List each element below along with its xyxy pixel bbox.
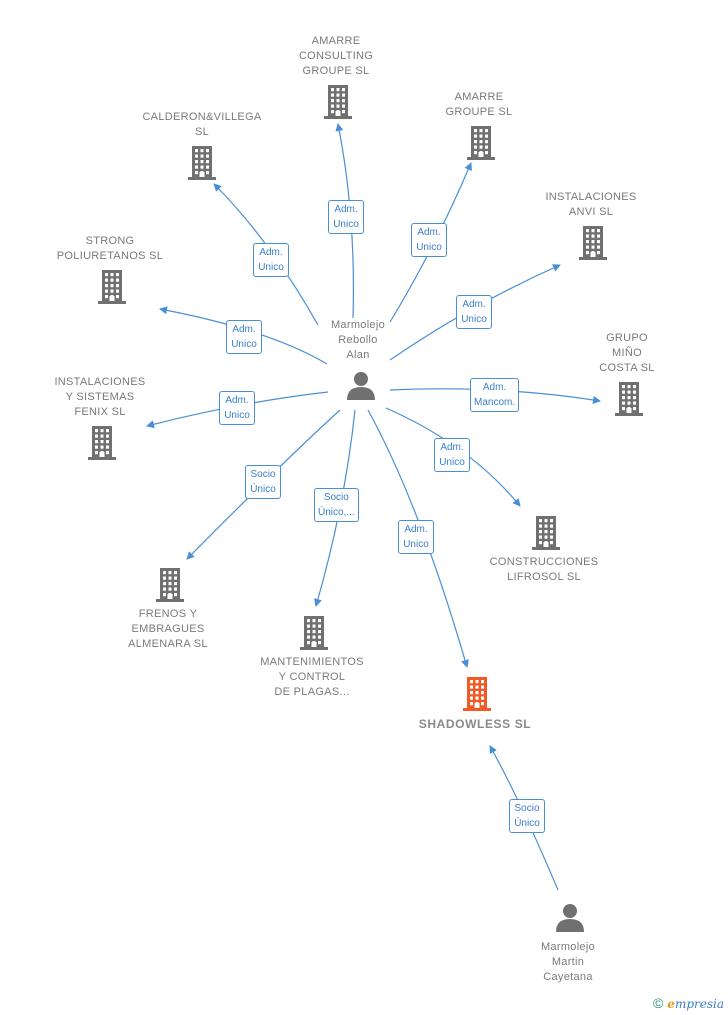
node-label-instalaciones-anvi[interactable]: INSTALACIONES ANVI SL — [545, 191, 637, 218]
relation-label[interactable]: Socio Único — [509, 799, 545, 833]
brand-footer: ©empresia — [653, 995, 724, 1011]
relation-label[interactable]: Adm. Unico — [226, 320, 262, 354]
node-label-amarre-groupe[interactable]: AMARRE GROUPE SL — [445, 91, 513, 118]
relation-label[interactable]: Adm. Unico — [456, 295, 492, 329]
copyright-icon: © — [652, 995, 664, 1011]
person-icon — [347, 372, 375, 400]
node-label-cayetana[interactable]: Marmolejo Martin Cayetana — [540, 941, 596, 983]
building-icon — [324, 85, 352, 119]
relation-label[interactable]: Adm. Unico — [328, 200, 364, 234]
brand-logo-text: mpresia — [674, 997, 724, 1011]
node-label-alan[interactable]: Marmolejo Rebollo Alan — [330, 319, 386, 361]
person-icon — [556, 904, 584, 932]
building-icon — [532, 516, 560, 550]
relation-label[interactable]: Adm. Unico — [411, 223, 447, 257]
relation-label[interactable]: Adm. Unico — [398, 520, 434, 554]
building-icon — [579, 226, 607, 260]
relation-label[interactable]: Adm. Unico — [219, 391, 255, 425]
node-label-grupo-mino[interactable]: GRUPO MIÑO COSTA SL — [599, 332, 655, 374]
brand-logo-e: e — [667, 997, 675, 1011]
building-icon-highlighted — [463, 677, 491, 711]
relation-label[interactable]: Socio Único — [245, 465, 281, 499]
node-label-lifrosol[interactable]: CONSTRUCCIONES LIFROSOL SL — [489, 556, 599, 583]
relation-label[interactable]: Adm. Unico — [253, 243, 289, 277]
building-icon — [188, 146, 216, 180]
building-icon — [156, 568, 184, 602]
relation-label[interactable]: Adm. Unico — [434, 438, 470, 472]
node-label-strong[interactable]: STRONG POLIURETANOS SL — [56, 235, 164, 262]
building-icon — [467, 126, 495, 160]
building-icon — [98, 270, 126, 304]
node-label-shadowless[interactable]: SHADOWLESS SL — [418, 717, 532, 731]
relation-label[interactable]: Socio Único,... — [314, 488, 359, 522]
node-label-fenix[interactable]: INSTALACIONES Y SISTEMAS FENIX SL — [54, 376, 146, 418]
node-label-frenos[interactable]: FRENOS Y EMBRAGUES ALMENARA SL — [128, 608, 208, 650]
building-icon — [300, 616, 328, 650]
node-label-amarre-consulting[interactable]: AMARRE CONSULTING GROUPE SL — [298, 35, 374, 77]
node-label-calderon[interactable]: CALDERON&VILLEGA SL — [142, 111, 262, 138]
building-icon — [615, 382, 643, 416]
node-label-mantenimientos[interactable]: MANTENIMIENTOS Y CONTROL DE PLAGAS... — [260, 656, 364, 698]
building-icon — [88, 426, 116, 460]
relation-label[interactable]: Adm. Mancom. — [470, 378, 520, 412]
